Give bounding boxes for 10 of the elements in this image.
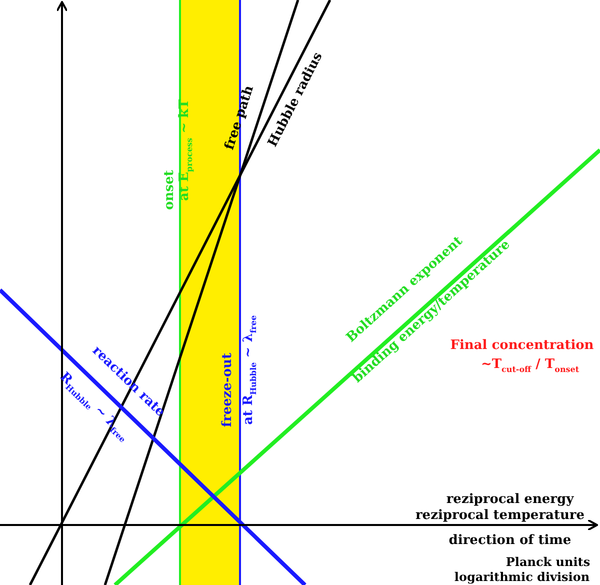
axis-label: reziprocal energy [446,493,574,507]
axis-note: Planck units [506,555,590,569]
annotation-text: Final concentration [450,339,594,353]
line-label: free path [223,84,257,152]
axis-label: direction of time [448,534,572,548]
line-label: freeze-out [221,352,235,428]
annotation-text: ~T$_{cut-off}$ / T$_{onset}$ [480,358,580,376]
axis-note: logarithmic division [454,570,590,584]
axis-label: reziprocal temperature [415,509,585,523]
line-label: onset [163,170,177,210]
